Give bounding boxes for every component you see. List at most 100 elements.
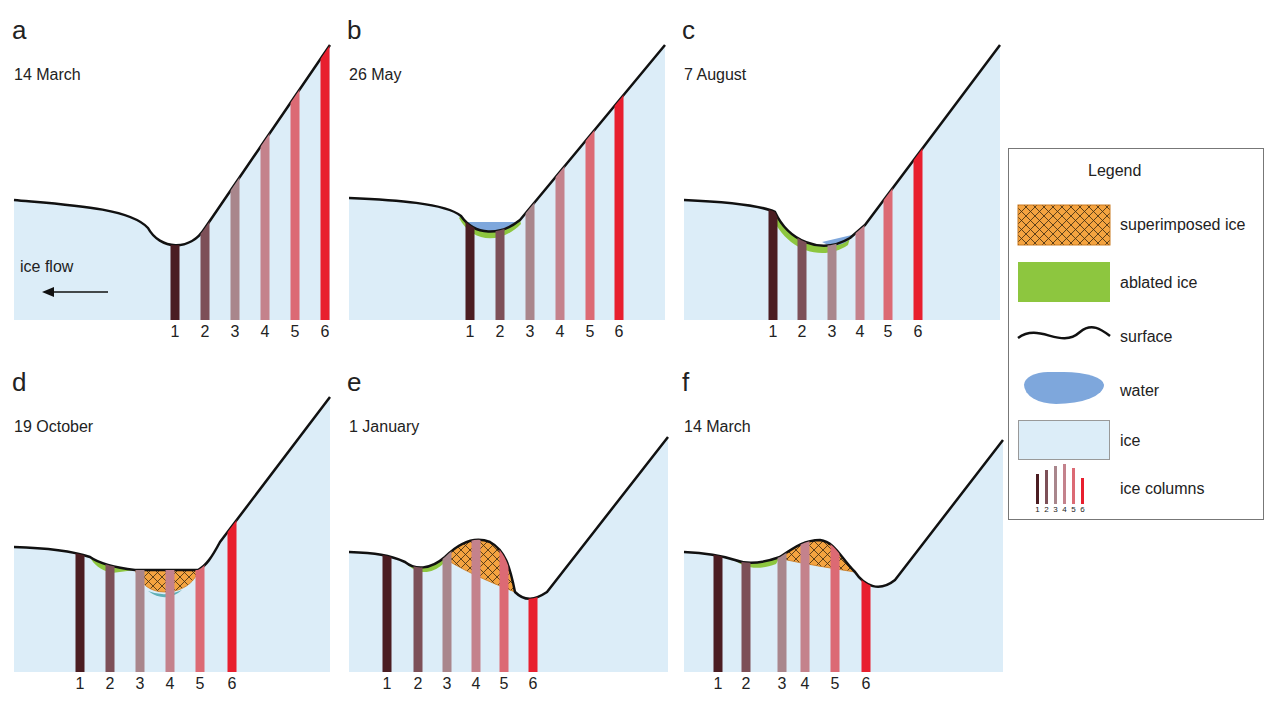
- column-number: 6: [228, 675, 237, 693]
- column-number: 5: [291, 323, 300, 341]
- hatch-sample: [1018, 205, 1110, 245]
- legend-swatch: [1018, 420, 1110, 460]
- legend-swatch: [1018, 262, 1110, 302]
- column-number: 1: [769, 323, 778, 341]
- column-number: 2: [201, 323, 210, 341]
- column-number: 4: [166, 675, 175, 693]
- panel-label: 14 March: [684, 418, 751, 436]
- column-number: 4: [1062, 506, 1066, 515]
- ice-column: [106, 352, 115, 672]
- column-number: 1: [171, 323, 180, 341]
- column-number: 4: [856, 323, 865, 341]
- column-number: 2: [798, 323, 807, 341]
- legend-text: ablated ice: [1120, 274, 1197, 292]
- surface-line: [684, 440, 1003, 587]
- ice-column: [529, 352, 538, 672]
- ice-column: [383, 352, 392, 672]
- column-number: 5: [196, 675, 205, 693]
- column-sample: [1036, 474, 1039, 504]
- ice-column: [171, 0, 180, 320]
- legend-text: ice columns: [1120, 480, 1204, 498]
- ice-column: [714, 352, 723, 672]
- panel-label: Legend: [1088, 162, 1141, 180]
- legend-text: surface: [1120, 328, 1172, 346]
- surface-sample: [1018, 327, 1110, 338]
- column-number: 3: [443, 675, 452, 693]
- column-number: 2: [742, 675, 751, 693]
- ice-column: [556, 0, 565, 320]
- legend-text: ice: [1120, 432, 1140, 450]
- ice-column: [228, 352, 237, 672]
- column-group: [171, 0, 330, 320]
- column-number: 4: [472, 675, 481, 693]
- column-number: 5: [500, 675, 509, 693]
- column-number: 5: [884, 323, 893, 341]
- ice-column: [828, 0, 837, 320]
- panel: [684, 45, 1000, 320]
- column-group: [466, 0, 624, 320]
- panel-letter: a: [12, 16, 26, 45]
- ice-column: [414, 352, 423, 672]
- ice-column: [321, 0, 330, 320]
- column-group: [714, 352, 871, 672]
- ice-column: [196, 352, 205, 672]
- panel-label: 19 October: [14, 418, 93, 436]
- column-number: 6: [862, 675, 871, 693]
- ice-column: [914, 0, 923, 320]
- panel-label: 14 March: [14, 66, 81, 84]
- panel-letter: c: [682, 16, 695, 45]
- panel: [684, 440, 1003, 672]
- ice-column: [261, 0, 270, 320]
- column-sample: [1081, 478, 1084, 504]
- ice-body: [684, 45, 1000, 320]
- column-number: 3: [1053, 506, 1057, 515]
- column-group: [769, 0, 923, 320]
- ice-column: [769, 0, 778, 320]
- panel-letter: d: [12, 368, 26, 397]
- column-sample: [1063, 464, 1066, 504]
- column-group: [383, 352, 538, 672]
- ice-column: [586, 0, 595, 320]
- column-number: 1: [466, 323, 475, 341]
- ice-column: [526, 0, 535, 320]
- panel-label: 26 May: [349, 66, 401, 84]
- ice-column: [136, 352, 145, 672]
- ice-column: [466, 0, 475, 320]
- panel-letter: b: [347, 16, 361, 45]
- panel-letter: f: [682, 368, 689, 397]
- flow-arrow: [50, 291, 108, 293]
- panel-label: 7 August: [684, 66, 746, 84]
- column-sample: [1072, 468, 1075, 504]
- panel-label: 1 January: [349, 418, 419, 436]
- ice-column: [742, 352, 751, 672]
- legend-text: superimposed ice: [1120, 216, 1245, 234]
- column-number: 4: [801, 675, 810, 693]
- ice-column: [500, 352, 509, 672]
- panel-label: ice flow: [20, 258, 73, 276]
- ice-column: [615, 0, 624, 320]
- column-number: 1: [76, 675, 85, 693]
- water-pool: [148, 590, 182, 597]
- legend-text: water: [1120, 382, 1159, 400]
- ice-column: [884, 0, 893, 320]
- surface-line: [14, 45, 330, 245]
- column-number: 5: [586, 323, 595, 341]
- ice-column: [798, 0, 807, 320]
- column-number: 6: [914, 323, 923, 341]
- column-number: 6: [529, 675, 538, 693]
- column-number: 4: [556, 323, 565, 341]
- column-number: 1: [714, 675, 723, 693]
- column-number: 3: [778, 675, 787, 693]
- column-number: 2: [106, 675, 115, 693]
- ice-column: [166, 352, 175, 672]
- superimposed-ice: [780, 540, 855, 572]
- column-number: 2: [1044, 506, 1048, 515]
- column-group: [76, 352, 237, 672]
- column-number: 1: [383, 675, 392, 693]
- ice-column: [496, 0, 505, 320]
- ablated-ice: [770, 211, 850, 253]
- column-number: 1: [1035, 506, 1039, 515]
- ice-column: [231, 0, 240, 320]
- ice-column: [76, 352, 85, 672]
